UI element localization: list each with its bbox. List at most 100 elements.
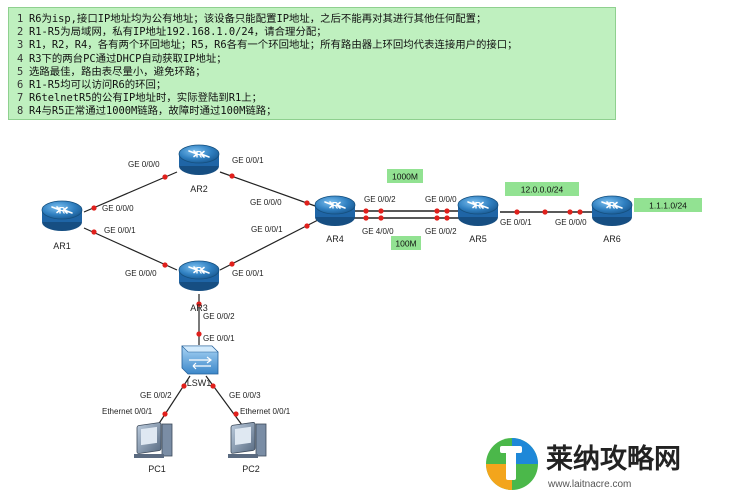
- port-dot: [304, 200, 310, 206]
- device-label: PC1: [148, 464, 166, 474]
- interface-label: Ethernet 0/0/1: [240, 407, 291, 416]
- port-dot: [444, 208, 450, 214]
- watermark-logo-icon: [486, 438, 538, 490]
- router-icon: [178, 260, 220, 292]
- port-dot: [577, 209, 583, 215]
- port-dot: [304, 223, 310, 229]
- tag-text: 12.0.0.0/24: [521, 185, 564, 195]
- interface-label: GE 0/0/2: [203, 312, 235, 321]
- port-dot: [233, 411, 239, 417]
- port-markers: [91, 173, 583, 417]
- interface-label: GE 0/0/2: [140, 391, 172, 400]
- pc-icon: [134, 422, 173, 458]
- pc-pc1[interactable]: PC1: [134, 422, 173, 474]
- port-dot: [444, 215, 450, 221]
- port-dot: [567, 209, 573, 215]
- port-dot: [162, 411, 168, 417]
- router-ar5[interactable]: AR5: [457, 195, 499, 244]
- port-dot: [229, 173, 235, 179]
- device-label: AR3: [190, 303, 208, 313]
- interface-label: GE 0/0/1: [500, 218, 532, 227]
- interface-label: GE 0/0/0: [555, 218, 587, 227]
- tag-ar6-loopback: 1.1.1.0/24: [634, 198, 702, 212]
- interface-label: GE 4/0/0: [362, 227, 394, 236]
- tag-text: 100M: [395, 239, 416, 249]
- interface-label: GE 0/0/2: [425, 227, 457, 236]
- interface-labels: GE 0/0/0 GE 0/0/1 GE 0/0/0 GE 0/0/1 GE 0…: [102, 156, 587, 416]
- interface-label: GE 0/0/0: [102, 204, 134, 213]
- port-dot: [434, 208, 440, 214]
- router-ar6[interactable]: AR6: [591, 195, 633, 244]
- device-label: AR6: [603, 234, 621, 244]
- tag-background: [391, 236, 421, 250]
- interface-label: GE 0/0/0: [128, 160, 160, 169]
- pc-icon: [228, 422, 267, 458]
- port-dot: [434, 215, 440, 221]
- port-dot: [229, 261, 235, 267]
- port-dot: [378, 208, 384, 214]
- watermark-brand: 莱纳攻略网: [546, 443, 681, 474]
- tag-text: 1000M: [392, 172, 418, 182]
- watermark: 莱纳攻略网 www.laitnacre.com: [486, 438, 681, 490]
- device-label: PC2: [242, 464, 260, 474]
- switch-lsw1[interactable]: LSW1: [181, 345, 219, 388]
- router-ar3[interactable]: AR3: [178, 260, 220, 313]
- port-dot: [363, 208, 369, 214]
- tag-text: 1.1.1.0/24: [649, 201, 687, 211]
- interface-label: GE 0/0/1: [203, 334, 235, 343]
- device-label: AR5: [469, 234, 487, 244]
- interface-label: GE 0/0/1: [104, 226, 136, 235]
- port-dot: [363, 215, 369, 221]
- router-icon: [41, 200, 83, 232]
- port-dot: [378, 215, 384, 221]
- link-lsw1-pc1: [157, 375, 191, 426]
- port-dot: [162, 262, 168, 268]
- port-dot: [162, 174, 168, 180]
- link-ar1-ar3: [83, 227, 178, 271]
- router-icon: [457, 195, 499, 227]
- router-ar1[interactable]: AR1: [41, 200, 83, 251]
- interface-label: Ethernet 0/0/1: [102, 407, 153, 416]
- interface-label: GE 0/0/2: [364, 195, 396, 204]
- interface-label: GE 0/0/0: [425, 195, 457, 204]
- port-dot: [91, 229, 97, 235]
- device-label: AR2: [190, 184, 208, 194]
- router-icon: [314, 195, 356, 227]
- port-dot: [181, 383, 187, 389]
- port-dot: [196, 331, 202, 337]
- interface-label: GE 0/0/0: [250, 198, 282, 207]
- router-ar2[interactable]: AR2: [178, 144, 220, 194]
- port-dot: [196, 301, 202, 307]
- device-label: LSW1: [187, 378, 212, 388]
- interface-label: GE 0/0/1: [232, 156, 264, 165]
- port-dot: [210, 383, 216, 389]
- link-lsw1-pc2: [205, 375, 243, 426]
- interface-label: GE 0/0/1: [232, 269, 264, 278]
- interface-label: GE 0/0/0: [125, 269, 157, 278]
- tag-100m: 100M: [391, 236, 421, 250]
- device-label: AR1: [53, 241, 71, 251]
- router-icon: [178, 144, 220, 176]
- port-dot: [542, 209, 548, 215]
- router-ar4[interactable]: AR4: [314, 195, 356, 244]
- switch-icon: [181, 345, 219, 375]
- link-ar3-ar4: [219, 219, 319, 271]
- interface-label: GE 0/0/3: [229, 391, 261, 400]
- device-label: AR4: [326, 234, 344, 244]
- interface-label: GE 0/0/1: [251, 225, 283, 234]
- tag-background: [505, 182, 579, 196]
- watermark-url: www.laitnacre.com: [547, 479, 631, 490]
- pc-pc2[interactable]: PC2: [228, 422, 267, 474]
- link-ar1-ar2: [83, 171, 178, 213]
- tag-background: [634, 198, 702, 212]
